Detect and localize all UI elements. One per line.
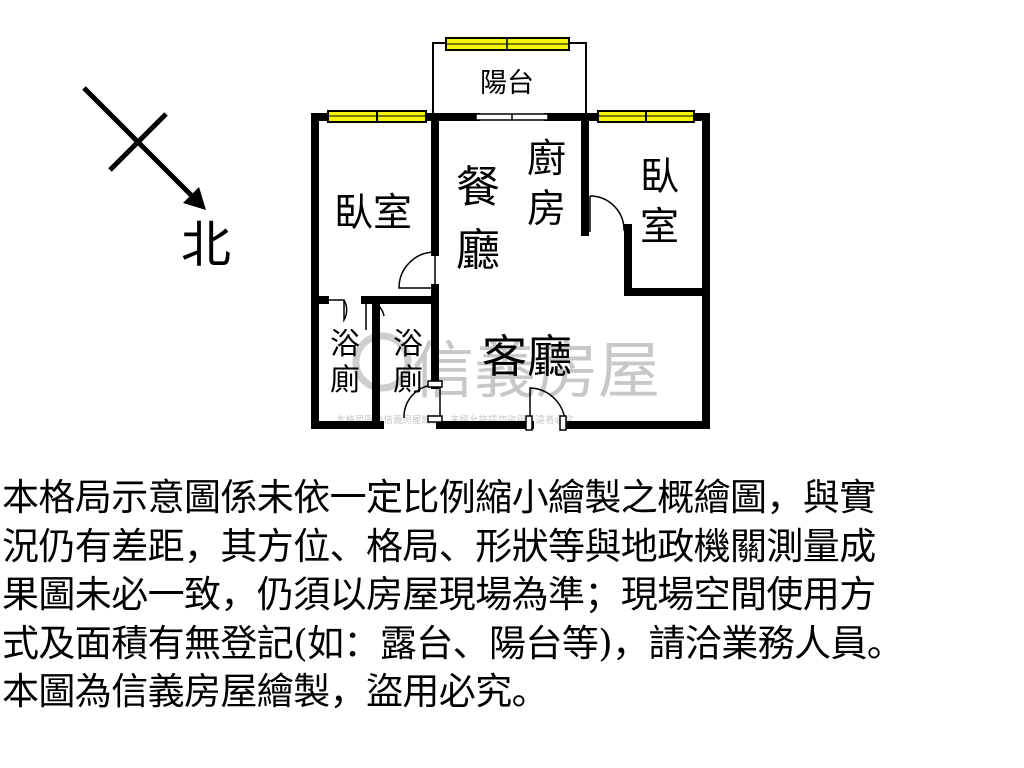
- room-label-kitchen-1: 廚: [527, 137, 566, 182]
- compass: 北: [82, 86, 231, 274]
- floor-plan: 信義房屋 本格局圖為信義房屋繪製，未經允許請勿盜用，違者必究 北 陽台: [82, 37, 710, 431]
- compass-label: 北: [181, 216, 231, 274]
- room-label-balcony: 陽台: [480, 68, 534, 99]
- room-label-bath-1b: 廁: [330, 363, 360, 398]
- room-label-bedroom-left: 臥室: [334, 191, 412, 236]
- room-label-dining-2: 廳: [456, 225, 500, 276]
- watermark-logo-icon: [352, 332, 412, 392]
- watermark: 信義房屋 本格局圖為信義房屋繪製，未經允許請勿盜用，違者必究: [336, 332, 660, 426]
- room-label-kitchen-2: 房: [527, 187, 566, 232]
- disclaimer-line: 本格局示意圖係未依一定比例縮小繪製之概繪圖，與實: [2, 476, 876, 519]
- doors: [326, 195, 628, 431]
- disclaimer-line: 本圖為信義房屋繪製，盜用必究。: [2, 670, 549, 713]
- disclaimer-line: 式及面積有無登記(如：露台、陽台等)，請洽業務人員。: [2, 621, 904, 665]
- room-label-living: 客廳: [482, 330, 572, 383]
- room-label-bedroom-right-2: 室: [640, 205, 679, 250]
- room-label-bath-2a: 浴: [393, 327, 423, 362]
- disclaimer-text: 本格局示意圖係未依一定比例縮小繪製之概繪圖，與實 況仍有差距，其方位、格局、形狀…: [2, 474, 1020, 717]
- balcony: 陽台: [432, 37, 587, 118]
- disclaimer-line: 果圖未必一致，仍須以房屋現場為準；現場空間使用方: [2, 573, 876, 616]
- room-label-dining-1: 餐: [456, 162, 500, 213]
- windows: [327, 110, 695, 123]
- door-right-bedroom: [589, 195, 628, 232]
- door-left-bedroom: [398, 251, 436, 289]
- room-labels: 臥室 餐 廳 廚 房 臥 室 浴 廁 浴 廁 客廳: [330, 137, 679, 398]
- room-label-bath-2b: 廁: [393, 363, 423, 398]
- disclaimer-line: 況仍有差距，其方位、格局、形狀等與地政機關測量成: [2, 524, 876, 568]
- door-bath-2: [365, 299, 385, 330]
- door-bath-1: [326, 299, 348, 323]
- room-label-bedroom-right-1: 臥: [640, 155, 679, 200]
- watermark-brand: 信義房屋: [412, 334, 660, 407]
- north-arrow-icon: [183, 187, 206, 210]
- room-label-bath-1a: 浴: [330, 327, 360, 362]
